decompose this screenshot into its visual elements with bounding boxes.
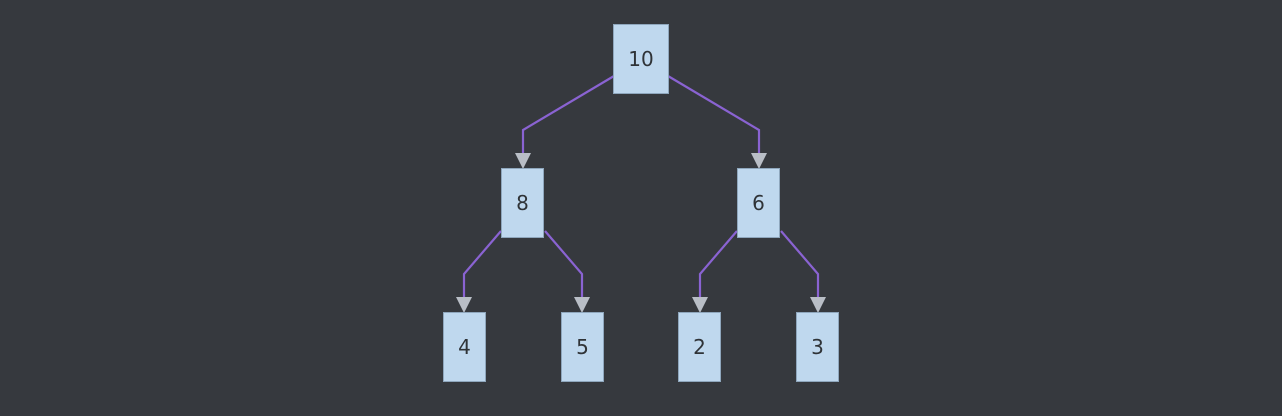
- edge-8-to-4: [462, 230, 502, 298]
- tree-node-3: 3: [796, 312, 839, 382]
- arrowhead-to-2: [692, 297, 708, 313]
- arrowhead-to-5: [574, 297, 590, 313]
- tree-node-10: 10: [613, 24, 669, 94]
- edge-6-to-2: [698, 230, 738, 298]
- arrowhead-to-3: [810, 297, 826, 313]
- arrowhead-to-6: [751, 153, 767, 169]
- edge-8-to-5: [544, 230, 584, 298]
- arrowhead-to-8: [515, 153, 531, 169]
- tree-node-4: 4: [443, 312, 486, 382]
- tree-node-2: 2: [678, 312, 721, 382]
- edge-6-to-3: [780, 230, 820, 298]
- tree-node-5: 5: [561, 312, 604, 382]
- edge-10-to-8: [521, 75, 615, 154]
- tree-node-6: 6: [737, 168, 780, 238]
- edge-10-to-6: [667, 75, 761, 154]
- arrowhead-to-4: [456, 297, 472, 313]
- tree-node-8: 8: [501, 168, 544, 238]
